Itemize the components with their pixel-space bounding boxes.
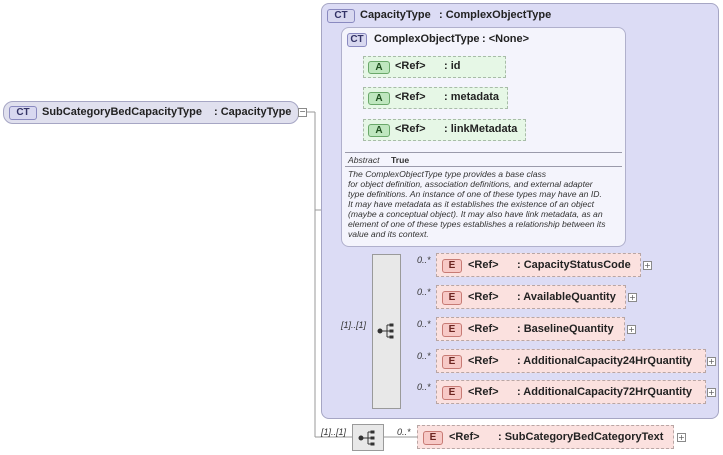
capacity-type-name: CapacityType (360, 9, 431, 21)
description-line: type definitions. An instance of one of … (348, 189, 602, 199)
attribute-ref: <Ref> (395, 123, 426, 135)
element-icon: E (442, 386, 462, 400)
expand-toggle[interactable]: + (677, 433, 686, 442)
sequence-occurrence: [1]..[1] (341, 320, 367, 330)
element-sub-category-bed-category-text[interactable]: E <Ref> : SubCategoryBedCategoryText (417, 425, 674, 449)
attribute-name: : metadata (444, 91, 500, 103)
element-icon: E (423, 431, 443, 445)
element-occurrence: 0..* (417, 319, 431, 329)
attribute-icon: A (368, 61, 390, 74)
root-type-base: : CapacityType (214, 106, 292, 118)
element-ref: <Ref> (468, 323, 499, 335)
attribute-id[interactable]: A <Ref> : id (363, 56, 506, 78)
sequence-icon (377, 323, 394, 339)
sequence-compositor[interactable] (352, 424, 384, 451)
element-occurrence: 0..* (417, 351, 431, 361)
element-ref: <Ref> (449, 431, 480, 443)
element-ref: <Ref> (468, 355, 499, 367)
type-description: The ComplexObjectType type provides a ba… (348, 169, 626, 239)
divider (345, 166, 622, 167)
expand-toggle[interactable]: + (707, 357, 716, 366)
description-line: The ComplexObjectType type provides a ba… (348, 169, 547, 179)
complex-object-type-base: : <None> (482, 33, 530, 45)
description-line: It may have metadata as it establishes t… (348, 199, 595, 209)
element-name: : SubCategoryBedCategoryText (498, 431, 664, 443)
element-ref: <Ref> (468, 259, 499, 271)
element-occurrence: 0..* (417, 287, 431, 297)
collapse-root-toggle[interactable]: − (298, 107, 307, 117)
element-icon: E (442, 355, 462, 369)
root-type-name: SubCategoryBedCapacityType (42, 106, 202, 118)
element-baseline-quantity[interactable]: E <Ref> : BaselineQuantity (436, 317, 625, 341)
attribute-name: : linkMetadata (444, 123, 518, 135)
complex-object-type-name: ComplexObjectType (374, 33, 480, 45)
element-available-quantity[interactable]: E <Ref> : AvailableQuantity (436, 285, 626, 309)
element-icon: E (442, 323, 462, 337)
attribute-link-metadata[interactable]: A <Ref> : linkMetadata (363, 119, 526, 141)
element-capacity-status-code[interactable]: E <Ref> : CapacityStatusCode (436, 253, 641, 277)
expand-toggle[interactable]: + (643, 261, 652, 270)
attribute-icon: A (368, 92, 390, 105)
element-name: : AdditionalCapacity24HrQuantity (517, 355, 693, 367)
element-additional-capacity-72hr[interactable]: E <Ref> : AdditionalCapacity72HrQuantity (436, 380, 706, 404)
sequence-compositor[interactable] (372, 254, 401, 409)
element-name: : AdditionalCapacity72HrQuantity (517, 386, 693, 398)
description-line: value and its context. (348, 229, 429, 239)
element-name: : CapacityStatusCode (517, 259, 631, 271)
capacity-type-base: : ComplexObjectType (439, 9, 552, 21)
element-occurrence: 0..* (397, 427, 411, 437)
description-line: (maybe a conceptual object). It may also… (348, 209, 603, 219)
sequence-occurrence: [1]..[1] (321, 427, 347, 437)
element-occurrence: 0..* (417, 382, 431, 392)
divider (345, 152, 622, 153)
description-line: element of one of these types establishe… (348, 219, 606, 229)
element-name: : BaselineQuantity (517, 323, 614, 335)
complex-type-icon: CT (327, 9, 355, 23)
attribute-name: : id (444, 60, 461, 72)
abstract-value: True (391, 155, 410, 165)
description-line: for object definition, association defin… (348, 179, 593, 189)
root-type-box[interactable]: CT SubCategoryBedCapacityType : Capacity… (3, 101, 299, 124)
expand-toggle[interactable]: + (628, 293, 637, 302)
expand-toggle[interactable]: + (627, 325, 636, 334)
attribute-icon: A (368, 124, 390, 137)
expand-toggle[interactable]: + (707, 388, 716, 397)
element-icon: E (442, 291, 462, 305)
sequence-icon (358, 430, 375, 446)
attribute-ref: <Ref> (395, 91, 426, 103)
element-icon: E (442, 259, 462, 273)
element-occurrence: 0..* (417, 255, 431, 265)
attribute-metadata[interactable]: A <Ref> : metadata (363, 87, 508, 109)
element-ref: <Ref> (468, 291, 499, 303)
complex-type-icon: CT (347, 33, 367, 47)
attribute-ref: <Ref> (395, 60, 426, 72)
element-additional-capacity-24hr[interactable]: E <Ref> : AdditionalCapacity24HrQuantity (436, 349, 706, 373)
complex-type-icon: CT (9, 106, 37, 120)
element-name: : AvailableQuantity (517, 291, 616, 303)
abstract-label: Abstract (348, 155, 380, 165)
element-ref: <Ref> (468, 386, 499, 398)
